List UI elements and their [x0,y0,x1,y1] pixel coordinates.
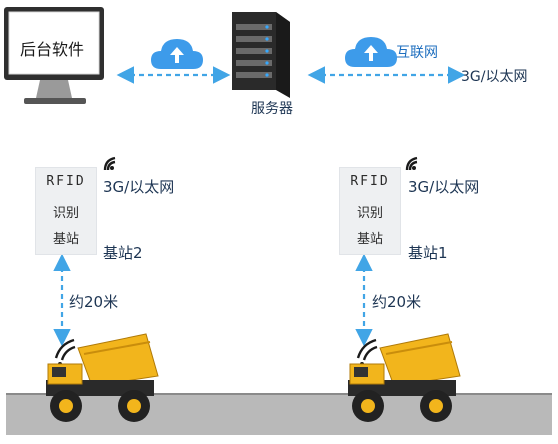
cloud-upload-icon [345,37,397,67]
station-network-label: 3G/以太网 [408,178,480,196]
rfid-line: 识别 [52,206,79,221]
monitor-icon [4,7,104,104]
rfid-line: 基站 [52,232,79,247]
rfid-base-station: RFID 识别 基站 [340,168,400,254]
wifi-signal-icon [103,156,116,171]
wifi-signal-icon [405,156,418,171]
top-network-label: 3G/以太网 [461,69,528,85]
rfid-line: RFID [350,174,390,189]
distance-label: 约20米 [69,293,119,311]
cloud-upload-icon [151,39,203,69]
rfid-base-station: RFID 识别 基站 [36,168,96,254]
internet-label: 互联网 [396,45,438,61]
rfid-line: 基站 [356,232,383,247]
dump-truck-icon [46,333,159,422]
station-network-label: 3G/以太网 [103,178,175,196]
ground-road [6,393,552,435]
station-name: 基站2 [103,244,143,262]
computer-label: 后台软件 [20,40,85,59]
server-label: 服务器 [251,101,293,117]
rfid-line: 识别 [356,206,383,221]
dump-truck-icon [348,333,461,422]
rfid-line: RFID [46,174,86,189]
station-name: 基站1 [408,244,448,262]
server-icon [232,12,290,98]
distance-label: 约20米 [372,293,422,311]
